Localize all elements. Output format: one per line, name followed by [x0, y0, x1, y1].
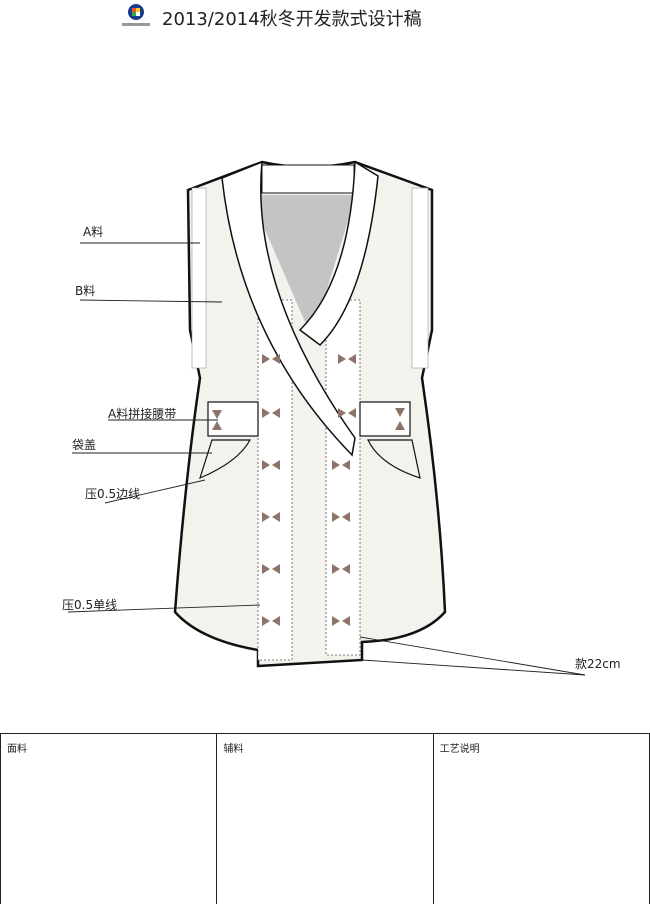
spec-table: 面料 辅料 工艺说明: [0, 733, 650, 904]
label-b-fabric: B料: [75, 284, 96, 298]
lapel-right: [298, 160, 379, 346]
placket-right: [325, 299, 361, 656]
spec-process-notes: 工艺说明: [439, 744, 480, 755]
pocket-flap-left: [199, 439, 252, 480]
spec-fabric: 面料: [1, 734, 218, 904]
vest-body: [173, 160, 447, 668]
waistband-left: [207, 401, 259, 437]
label-waistband: A料拼接腰带: [108, 407, 177, 421]
label-length: 款22cm: [575, 657, 621, 671]
page-title: 2013/2014秋冬开发款式设计稿: [162, 9, 422, 30]
bow-motifs: [212, 354, 405, 626]
pocket-flap-right: [367, 439, 421, 479]
vest-sketch: [67, 160, 586, 676]
label-single-stitch: 压0.5单线: [62, 598, 118, 612]
brand-logo: [122, 4, 150, 26]
neck-inset: [250, 195, 356, 338]
spec-accessories: 辅料: [217, 734, 434, 904]
lapel-left: [221, 160, 356, 457]
leader-lines: [67, 242, 586, 676]
a-fabric-strip-right: [411, 187, 429, 369]
label-a-fabric: A料: [83, 225, 104, 239]
a-fabric-strip-left: [191, 187, 207, 369]
label-pocket-flap: 袋盖: [72, 438, 97, 452]
label-edge-stitch: 压0.5边线: [85, 487, 141, 501]
waistband-right: [359, 401, 411, 437]
